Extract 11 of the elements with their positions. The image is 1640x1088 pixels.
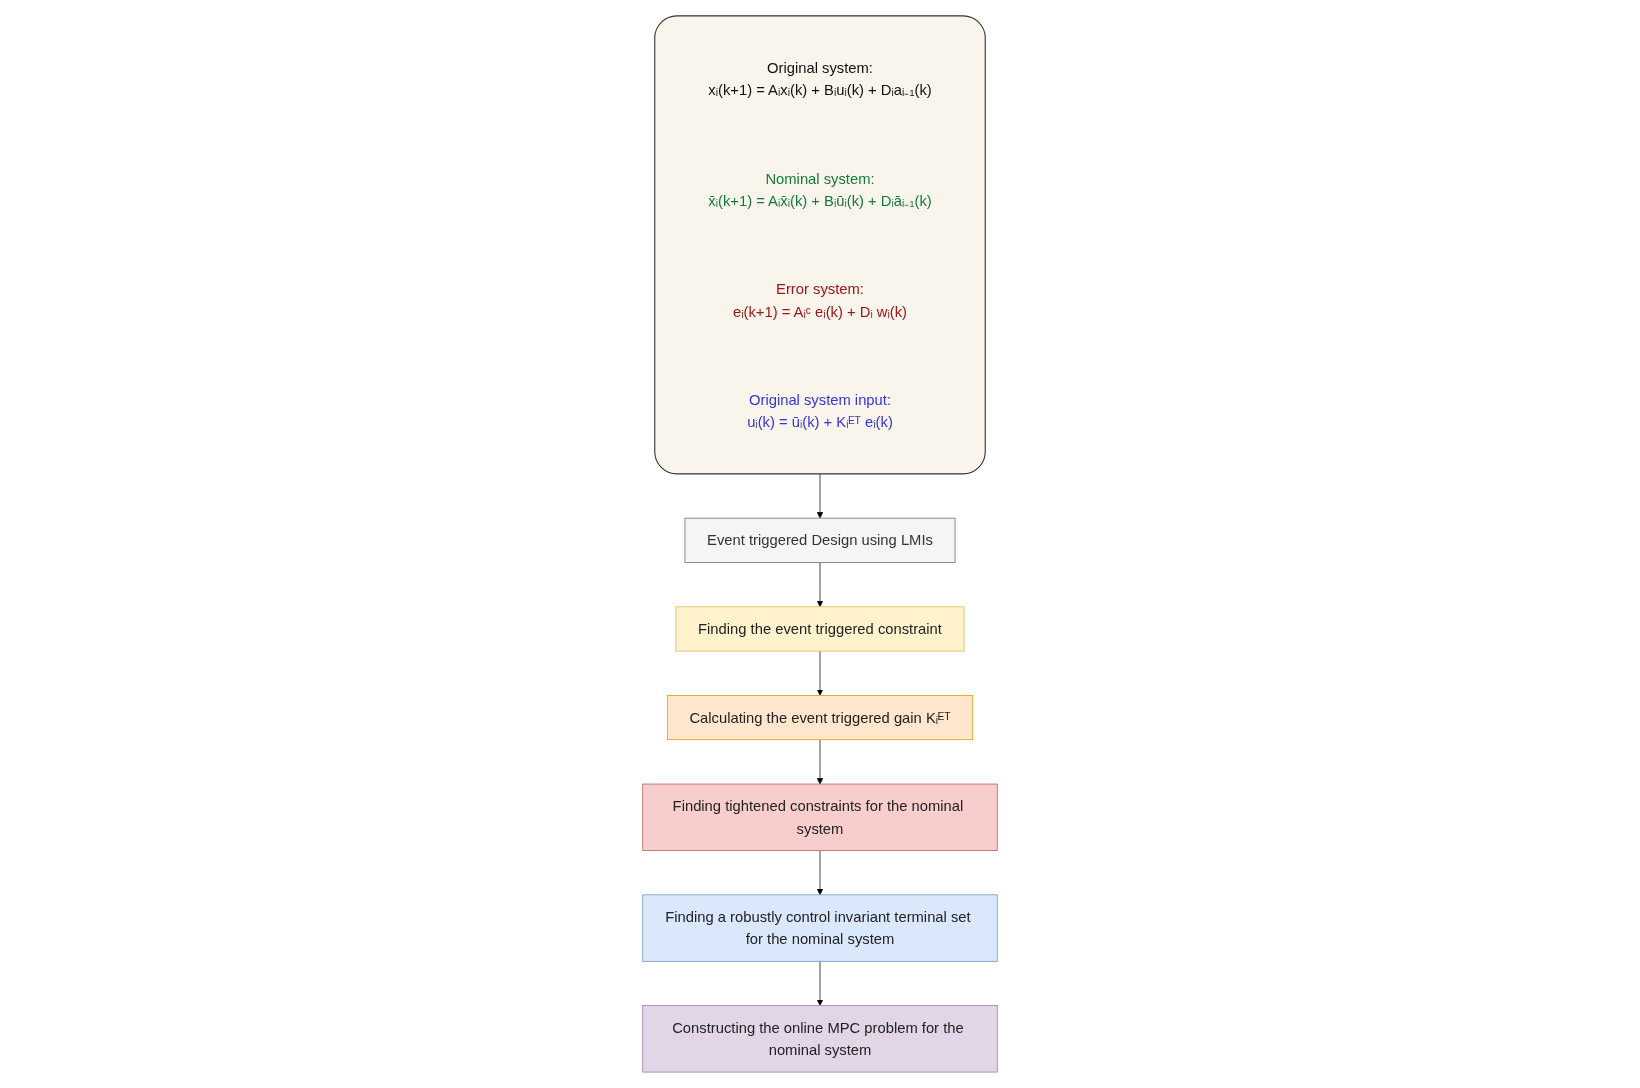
node-box: Finding a robustly control invariant terminal set for the nominal system	[642, 894, 998, 962]
node-box: Event triggered Design using LMIs	[684, 517, 956, 563]
node-box: Finding the event triggered constraint	[675, 606, 965, 652]
cluster	[654, 15, 986, 475]
node-text: Nominal system: x̄ᵢ(k+1) = Aᵢx̄ᵢ(k) + Bᵢūᵢ(k) + Dᵢāᵢ₋₁(k)	[708, 170, 932, 209]
node-box: Finding tightened constraints for the nominal system	[642, 783, 998, 851]
node-box: Calculating the event triggered gain Kᵢᴱᵀ	[666, 695, 974, 741]
node-box: Constructing the online MPC problem for the nominal system	[642, 1005, 998, 1073]
node-text: Error system: eᵢ(k+1) = Aᵢᶜ eᵢ(k) + Dᵢ wᵢ(k)	[732, 281, 908, 320]
node-text: Original system: xᵢ(k+1) = Aᵢxᵢ(k) + Bᵢuᵢ(k) + Dᵢaᵢ₋₁(k)	[708, 59, 932, 98]
node-text: Original system input: uᵢ(k) = ūᵢ(k) + Kᵢᴱᵀ eᵢ(k)	[747, 391, 893, 431]
